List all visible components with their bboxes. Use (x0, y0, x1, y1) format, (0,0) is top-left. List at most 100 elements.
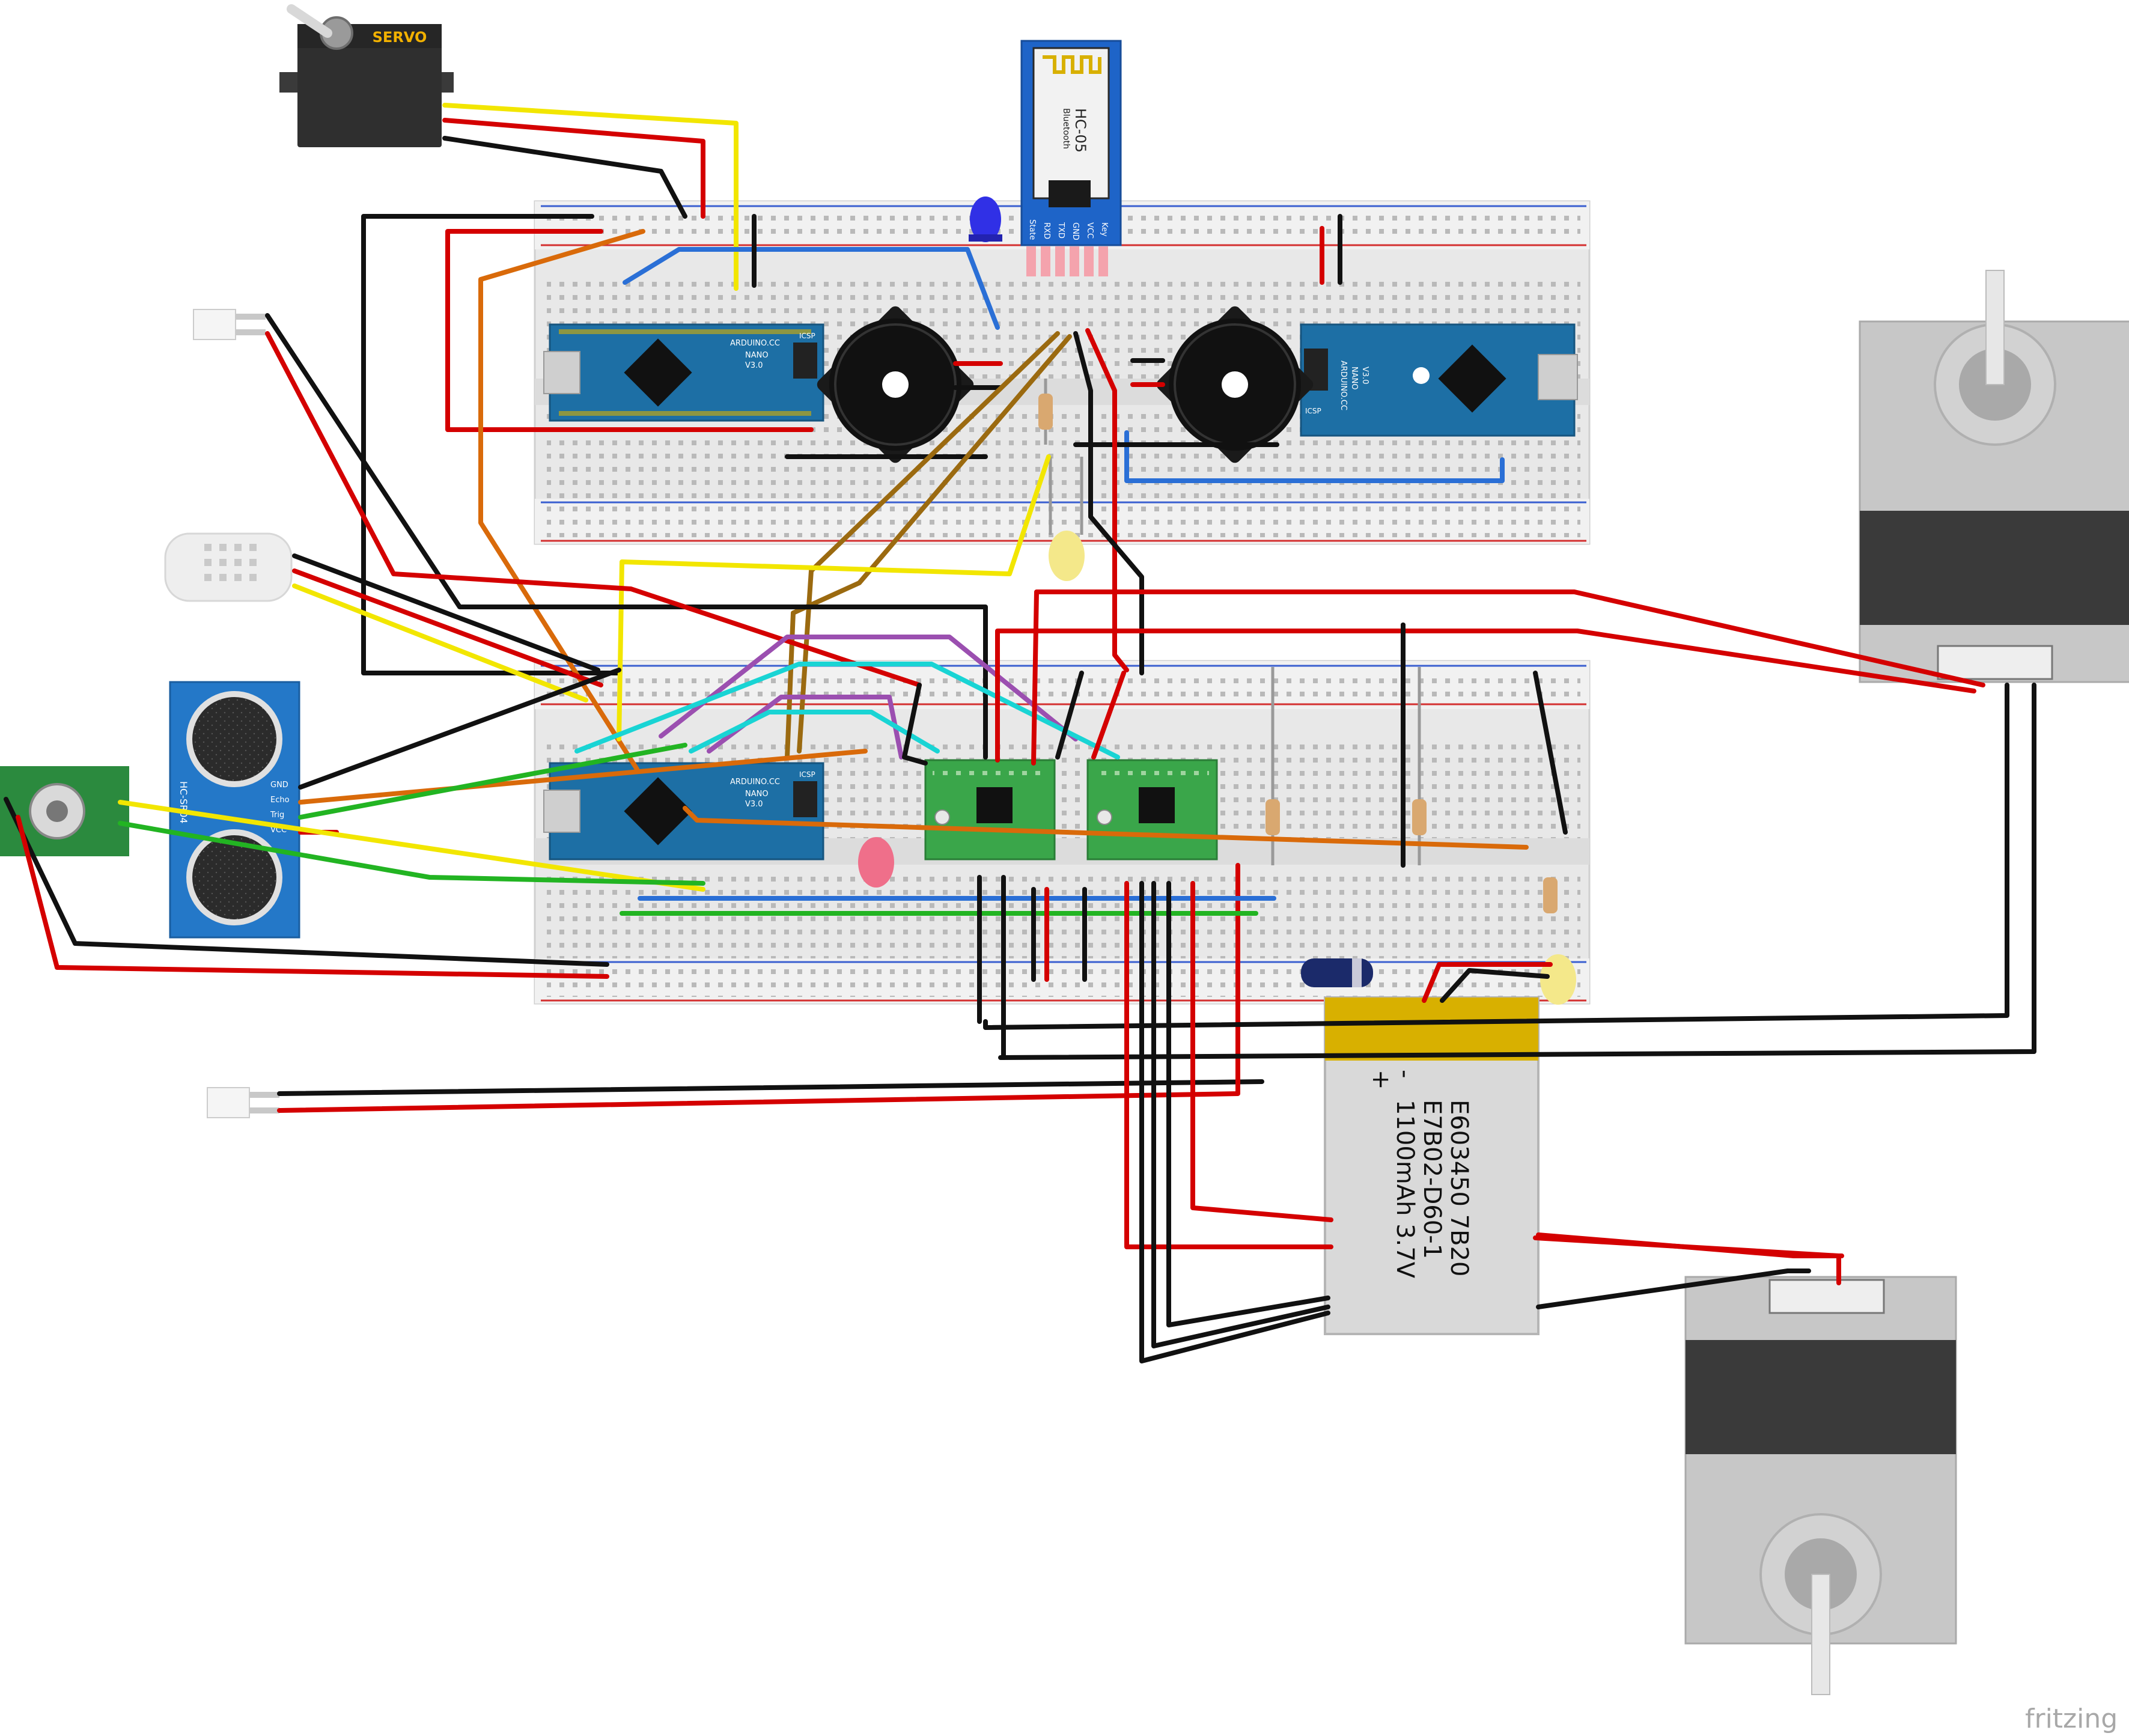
hcsr04-pin-trig: Trig (270, 811, 284, 820)
nano-b-icsp: ICSP (799, 770, 815, 779)
resistor-bottom-2 (1412, 667, 1427, 865)
hcsr04-pin-echo: Echo (270, 796, 290, 805)
stepper-driver-right (1086, 759, 1218, 860)
wire-bottom-sensor-red (277, 863, 1240, 1113)
wire-blue-top (623, 247, 1000, 330)
battery-line1: E603450 7B20 (1445, 1100, 1473, 1276)
wire-batt-red-lead (1422, 962, 1553, 1003)
led-red (858, 837, 894, 888)
buzzer-right (1156, 306, 1314, 463)
hc05-model: HC-05 (1072, 108, 1089, 153)
wire-stepper-bottom-red-2 (1190, 881, 1333, 1222)
wire-brown-2 (785, 334, 1072, 760)
wire-stepper-top-red-1 (995, 629, 1976, 763)
battery-minus: - (1391, 1070, 1419, 1078)
wire-orange-top (478, 229, 645, 772)
wire-black-sensor-top (265, 313, 988, 760)
wire-servo-red (442, 118, 705, 219)
stepper-motor-bottom (1684, 1276, 1957, 1695)
hc05-subtitle: Bluetooth (1061, 108, 1071, 149)
wire-dht-red (292, 568, 603, 687)
resistor-bottom-1 (1266, 667, 1280, 865)
wire-stepper-top-black-2 (998, 683, 2036, 1060)
wire-stepper-bottom-red-top (1533, 1235, 1841, 1285)
servo-motor: SERVO (279, 4, 454, 147)
wire-stepper-top-black-1 (983, 683, 2009, 1030)
nano-tl-icsp: ICSP (799, 332, 815, 340)
capacitor (1301, 958, 1373, 987)
servo-label: SERVO (373, 29, 427, 46)
wire-black-left-loop (361, 214, 621, 675)
wire-ir-yellow (118, 800, 705, 892)
nano-tr-board-text: ARDUINO.CC (1339, 361, 1348, 410)
wire-red-driver-loop3 (1091, 671, 1126, 760)
wire-black-driver-loop (902, 683, 928, 766)
fritzing-watermark: fritzing (2025, 1704, 2118, 1734)
led-yellow-top (1049, 457, 1085, 581)
wire-batt-black-lead (1440, 968, 1550, 1003)
hc05-pin-rxd: RXD (1042, 222, 1051, 239)
wire-red-left-loop (445, 229, 814, 432)
wire-dht-yellow (292, 583, 588, 702)
resistor-top (1038, 379, 1053, 445)
wire-stepper-bottom-black-3 (1151, 881, 1330, 1348)
stepper-motor-top (1859, 270, 2129, 683)
wire-purple-1 (659, 635, 1078, 742)
nano-tl-model: NANO (745, 351, 769, 360)
wire-yellow-led (617, 454, 1051, 742)
hcsr04-model: HC-SR04 (178, 781, 189, 824)
wire-ir-black (4, 797, 609, 967)
hc05-pin-txd: TXD (1056, 222, 1065, 239)
wire-stepper-bottom-black-2 (1166, 881, 1330, 1327)
nano-b-version: V3.0 (745, 800, 763, 809)
wire-ir-green (118, 821, 705, 886)
wire-hc05-black-down (1073, 331, 1144, 675)
wire-brown-1 (797, 331, 1060, 754)
hcsr04-pin-gnd: GND (270, 781, 288, 790)
wire-ir-red (16, 815, 609, 979)
wire-batt-black-out (1536, 1268, 1811, 1309)
nano-tr-icsp: ICSP (1305, 407, 1321, 415)
wire-bottom-sensor-black (277, 1079, 1264, 1096)
hc05-pin-gnd: GND (1071, 222, 1080, 240)
stepper-driver-left (924, 759, 1056, 860)
ir-temperature-module (0, 766, 129, 856)
nano-tr-model: NANO (1350, 367, 1359, 390)
wire-blue-bottom-top (1124, 430, 1505, 483)
wires (4, 103, 2036, 1363)
battery-line3: 1100mAh 3.7V (1391, 1100, 1419, 1279)
hc05-pin-state: State (1028, 219, 1037, 240)
wire-servo-yellow (442, 103, 739, 291)
sensor-small-top (193, 309, 266, 340)
arduino-nano-top-left: ARDUINO.CC NANO V3.0 ICSP (543, 323, 824, 422)
resistor-bottom-3 (1543, 877, 1558, 913)
lipo-battery: - + E603450 7B20 E7B02-D60-1 1100mAh 3.7… (1324, 996, 1540, 1335)
wire-sr04-black (298, 668, 621, 790)
hc-sr04-ultrasonic-sensor: HC-SR04 GND Echo Trig VCC (169, 681, 300, 939)
wire-stepper-top-red-2 (1031, 589, 1985, 766)
wire-stepper-bottom-red-1 (1124, 881, 1333, 1249)
wire-stepper-bottom-black-1 (1139, 881, 1330, 1363)
dht-sensor (164, 532, 293, 602)
nano-tl-version: V3.0 (745, 361, 763, 370)
led-yellow-bottom (1540, 954, 1576, 1005)
wire-cyan-1 (574, 662, 1120, 760)
nano-tr-version: V3.0 (1360, 367, 1369, 385)
nano-b-model: NANO (745, 790, 769, 799)
sensor-small-bottom (207, 1087, 279, 1118)
wire-cyan-2 (689, 710, 940, 754)
nano-tl-board-text: ARDUINO.CC (730, 339, 780, 348)
wire-dht-black (292, 553, 600, 672)
wire-servo-black (442, 136, 687, 219)
wire-black-right-diag (1533, 671, 1568, 835)
battery-plus: + (1367, 1070, 1395, 1090)
battery-line2: E7B02-D60-1 (1418, 1100, 1446, 1259)
hc05-pin-key: Key (1100, 222, 1109, 237)
wire-orange-long (683, 806, 1529, 850)
hc05-bluetooth-module: HC-05 Bluetooth State RXD TXD GND VCC Ke… (1020, 40, 1122, 276)
buzzer-left (817, 306, 974, 463)
arduino-nano-top-right: ARDUINO.CC NANO V3.0 ICSP (1300, 323, 1578, 437)
wire-hc05-red-down (1085, 328, 1129, 672)
wire-black-driver-loop2 (1055, 671, 1084, 760)
